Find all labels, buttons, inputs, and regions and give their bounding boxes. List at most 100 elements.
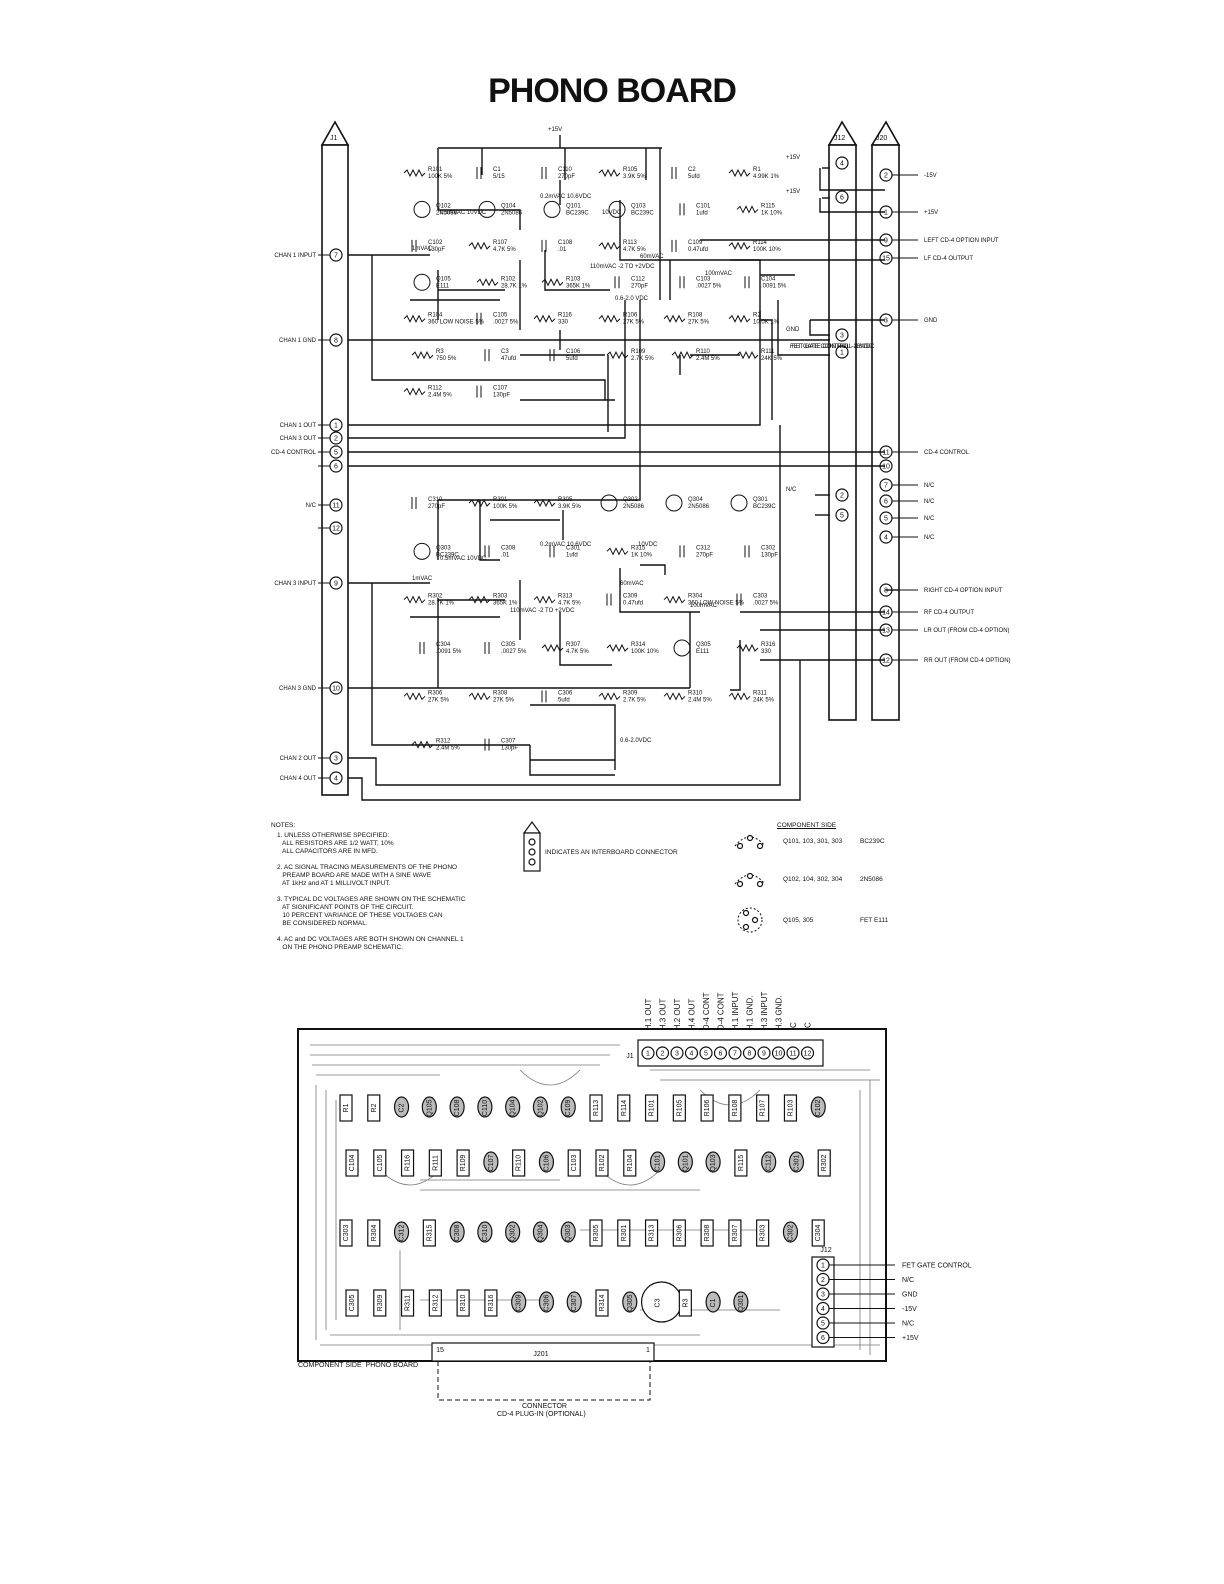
j12-pin-5 bbox=[835, 508, 849, 522]
ch3-component-value: 1ufd bbox=[566, 552, 578, 558]
board-part-r302 bbox=[817, 1149, 831, 1177]
ch1-component-label: R104 bbox=[428, 313, 443, 319]
board-j1-pin bbox=[771, 1046, 786, 1060]
ch3-component-value: 2.4M 5% bbox=[436, 746, 460, 752]
cd4-plugin-outline bbox=[437, 1361, 651, 1401]
ch3-component-label: C301 bbox=[566, 545, 581, 551]
ch1-component-value: .0027 5% bbox=[493, 320, 519, 326]
board-part-c106 bbox=[538, 1151, 555, 1173]
ch3-voltage-annotation: 0.6-2.0VDC bbox=[620, 738, 652, 744]
ch1-component-value: 5ufd bbox=[688, 174, 700, 180]
board-part-label: R312 bbox=[432, 1295, 439, 1312]
ch1-component-label: C108 bbox=[558, 240, 573, 246]
legend-row-2-type: 2N5086 bbox=[860, 876, 883, 883]
ch1-component-value: 5ufd bbox=[566, 356, 578, 362]
board-j12-pin-number: 5 bbox=[821, 1321, 825, 1328]
board-j1-pin-number: 4 bbox=[690, 1051, 694, 1058]
j20-pin-label: N/C bbox=[924, 516, 935, 522]
board-part-c105 bbox=[373, 1149, 387, 1177]
ch1-component-label: C105 bbox=[493, 313, 508, 319]
ch3-component-value: 270pF bbox=[696, 552, 713, 558]
ch3-voltage-annotation: 0.2mVAC 10.6VDC bbox=[540, 542, 592, 548]
j1-label: J1 bbox=[330, 135, 338, 142]
resistor-symbol bbox=[728, 692, 751, 701]
ch1-component-value: 270pF bbox=[631, 283, 648, 289]
ch3-component-label: R307 bbox=[566, 642, 581, 648]
ch1-component-label: R102 bbox=[501, 276, 516, 282]
board-part-c302 bbox=[782, 1221, 799, 1243]
capacitor-symbol bbox=[484, 642, 490, 654]
board-part-c112 bbox=[761, 1151, 777, 1173]
ch3-component-value: .0027 5% bbox=[501, 649, 527, 655]
ch1-component-value: 24K 5% bbox=[761, 356, 783, 362]
ch1-component-label: R114 bbox=[753, 240, 768, 246]
ch1-component-label: C109 bbox=[688, 240, 703, 246]
j1-pin-label: CD-4 CONTROL bbox=[271, 450, 317, 456]
ch3-component-value: 2N5086 bbox=[688, 504, 710, 510]
capacitor-symbol bbox=[476, 312, 482, 325]
board-part-label: R3 bbox=[682, 1298, 689, 1307]
transistor-symbol bbox=[413, 200, 431, 218]
connector-caption-2: CD-4 PLUG-IN (OPTIONAL) bbox=[497, 1411, 586, 1418]
board-top-pin-label: CH.2 OUT bbox=[673, 999, 682, 1036]
board-part-label: R308 bbox=[704, 1225, 711, 1242]
board-j12-pin-number: 3 bbox=[821, 1292, 825, 1299]
board-part-c308 bbox=[449, 1221, 465, 1243]
board-part-label: R303 bbox=[760, 1225, 767, 1242]
ch3-voltage-annotation: 0.5mVAC 10VDC bbox=[440, 556, 487, 562]
j1-pin-label: CHAN 2 OUT bbox=[280, 756, 317, 762]
board-top-pin-label: CH.3 INPUT bbox=[760, 991, 769, 1036]
transistor-symbol bbox=[730, 494, 748, 512]
ch3-component-label: R309 bbox=[623, 690, 638, 696]
board-part-label: C2 bbox=[399, 1103, 406, 1112]
resistor-symbol bbox=[598, 314, 621, 323]
board-part-r313 bbox=[644, 1219, 659, 1247]
j20-pin-label: RR OUT (FROM CD-4 OPTION) bbox=[924, 658, 1011, 664]
capacitor-symbol bbox=[476, 385, 482, 398]
legend-row-1-parts: Q101, 103, 301, 303 bbox=[783, 838, 843, 845]
ch1-component-label: Q102 bbox=[436, 203, 451, 209]
ch3-component-label: C302 bbox=[761, 545, 776, 551]
board-part-r103 bbox=[783, 1094, 798, 1122]
channel-3-wiring bbox=[348, 300, 899, 801]
note-3: 3. TYPICAL DC VOLTAGES ARE SHOWN ON THE … bbox=[277, 896, 466, 927]
legend-row-3-type: FET E111 bbox=[860, 917, 889, 924]
j1-pin-label: CHAN 1 OUT bbox=[280, 423, 317, 429]
ch1-component-value: 3.9K 5% bbox=[623, 174, 646, 180]
board-part-c3 bbox=[640, 1281, 683, 1323]
ch1-component-label: R3 bbox=[436, 349, 444, 355]
board-part-label: C105 bbox=[377, 1155, 384, 1172]
board-part-label: R105 bbox=[676, 1100, 683, 1117]
ch3-component-value: 4.7K 5% bbox=[566, 649, 589, 655]
capacitor-symbol bbox=[671, 167, 677, 179]
ch3-component-value: 4.7K 5% bbox=[558, 601, 581, 607]
j12-pin-label: N/C bbox=[786, 487, 797, 493]
resistor-symbol bbox=[728, 314, 751, 323]
board-part-label: C108 bbox=[454, 1100, 461, 1117]
j20-pin-label: LR OUT (FROM CD-4 OPTION) bbox=[924, 628, 1010, 634]
board-part-label: C106 bbox=[543, 1155, 550, 1172]
board-part-q303 bbox=[560, 1221, 576, 1243]
ch1-component-value: 2N5086 bbox=[436, 210, 458, 216]
j1-pin-number: 2 bbox=[334, 436, 338, 443]
j1-pin-number: 7 bbox=[334, 253, 338, 260]
ch1-component-value: 360 LOW NOISE 5% bbox=[428, 320, 485, 326]
resistor-symbol bbox=[533, 595, 556, 604]
j20-pin-number: 11 bbox=[882, 450, 889, 457]
board-part-r1 bbox=[339, 1094, 353, 1122]
ch3-component-value: 2N5086 bbox=[623, 504, 645, 510]
ch3-component-value: 365K 1% bbox=[493, 601, 518, 607]
board-part-label: R106 bbox=[704, 1100, 711, 1117]
ch3-component-value: 2.7K 5% bbox=[623, 697, 646, 703]
board-part-c110 bbox=[477, 1096, 493, 1118]
ch1-component-value: 270pF bbox=[558, 174, 575, 180]
j20-pin-label: LF CD-4 OUTPUT bbox=[924, 256, 973, 262]
board-j1-pin-number: 10 bbox=[775, 1051, 783, 1058]
board-j1-label: J1 bbox=[626, 1053, 634, 1060]
board-part-q103 bbox=[705, 1151, 721, 1173]
j12-pin-3 bbox=[835, 328, 849, 342]
board-part-label: Q102 bbox=[537, 1099, 544, 1116]
j1-pin-number: 9 bbox=[334, 581, 338, 588]
